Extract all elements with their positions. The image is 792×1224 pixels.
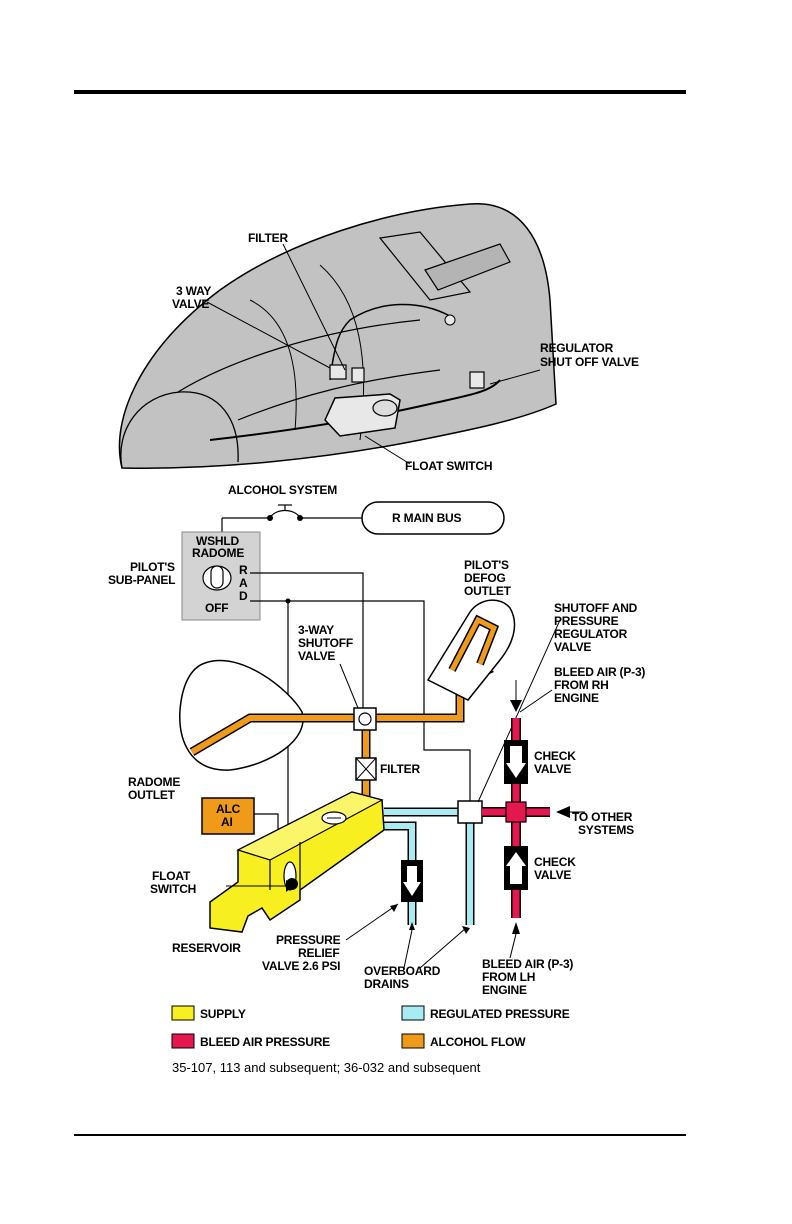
label-pilots-sub-panel-1: PILOT'S — [130, 560, 175, 574]
label-3way-top-2: VALVE — [172, 297, 209, 311]
fluid-system: FILTER 3-WAY SHUTOFF VALVE RADOME OUTLET… — [128, 558, 646, 997]
legend-swatch-bleed — [171, 1033, 195, 1049]
label-check-upper-1: CHECK — [534, 749, 576, 763]
label-pilots-sub-panel-2: SUB-PANEL — [108, 573, 175, 587]
label-bleed-lh-1: BLEED AIR (P-3) — [482, 957, 573, 971]
label-filter-bottom: FILTER — [380, 762, 420, 776]
label-float-switch-2: SWITCH — [150, 882, 196, 896]
upper-panel — [424, 243, 511, 291]
label-switch-d: D — [239, 589, 248, 603]
label-bleed-lh-2: FROM LH — [482, 970, 535, 984]
label-check-lower-1: CHECK — [534, 855, 576, 869]
reservoir-tank — [209, 791, 385, 933]
legend-label-supply: SUPPLY — [200, 1007, 246, 1021]
label-3way-top-1: 3 WAY — [176, 284, 211, 298]
label-check-upper-2: VALVE — [534, 762, 571, 776]
label-defog-2: DEFOG — [464, 571, 506, 585]
tube-line-2 — [329, 303, 451, 381]
label-bleed-lh-3: ENGINE — [482, 983, 527, 997]
label-sprv-2: PRESSURE — [554, 614, 619, 628]
legend-swatch-alcohol — [401, 1033, 425, 1049]
label-overboard-2: DRAINS — [364, 977, 409, 991]
legend: SUPPLY REGULATED PRESSURE BLEED AIR PRES… — [171, 1005, 570, 1049]
leader-regulator — [489, 369, 541, 385]
electrical-circuit: ALCOHOL SYSTEM R MAIN BUS WSHLD RADOME R… — [108, 483, 505, 840]
nose-illustration: FILTER 3 WAY VALVE REGULATOR SHUT OFF VA… — [118, 203, 639, 473]
label-sprv-3: REGULATOR — [554, 627, 628, 641]
legend-label-bleed: BLEED AIR PRESSURE — [200, 1035, 330, 1049]
leader-filter-top — [282, 243, 346, 371]
tube-line-1 — [209, 379, 501, 441]
label-r-main-bus: R MAIN BUS — [392, 511, 462, 525]
label-bleed-rh-1: BLEED AIR (P-3) — [554, 665, 645, 679]
leader-float-top — [364, 435, 411, 465]
legend-label-regulated: REGULATED PRESSURE — [430, 1007, 570, 1021]
label-switch-top-2: RADOME — [192, 546, 244, 560]
leader-3way-top — [206, 301, 331, 369]
label-defog-3: OUTLET — [464, 584, 512, 598]
shutoff-pressure-regulator-valve — [457, 800, 483, 824]
label-relief-1: PRESSURE — [276, 933, 341, 947]
label-reservoir: RESERVOIR — [172, 941, 241, 955]
reservoir-top-detail — [324, 314, 485, 437]
label-other-systems-2: SYSTEMS — [578, 823, 634, 837]
legend-label-alcohol: ALCOHOL FLOW — [430, 1035, 526, 1049]
label-3way-shutoff-1: 3-WAY — [298, 623, 334, 637]
label-sprv-1: SHUTOFF AND — [554, 601, 638, 615]
label-radome-outlet-2: OUTLET — [128, 788, 176, 802]
label-3way-shutoff-2: SHUTOFF — [298, 636, 353, 650]
label-check-lower-2: VALVE — [534, 868, 571, 882]
nose-cone — [120, 391, 239, 469]
label-relief-3: VALVE 2.6 PSI — [262, 959, 340, 973]
nose-frame-1 — [177, 319, 421, 393]
r-main-bus-box — [361, 501, 505, 535]
defog-outlet-shape — [426, 599, 516, 701]
label-alc: ALC — [216, 802, 241, 816]
label-float-switch-top: FLOAT SWITCH — [405, 459, 492, 473]
label-regulator-1: REGULATOR — [540, 341, 614, 355]
nose-frame-3 — [249, 299, 297, 431]
label-3way-shutoff-3: VALVE — [298, 649, 335, 663]
label-defog-1: PILOT'S — [464, 558, 509, 572]
effectivity-caption: 35-107, 113 and subsequent; 36-032 and s… — [172, 1060, 481, 1075]
nose-frame-2 — [237, 369, 441, 421]
windshield-frame — [378, 231, 472, 301]
label-bleed-rh-2: FROM RH — [554, 678, 609, 692]
label-filter-top: FILTER — [248, 231, 288, 245]
label-sprv-4: VALVE — [554, 640, 591, 654]
label-radome-outlet-1: RADOME — [128, 775, 180, 789]
label-relief-2: RELIEF — [298, 946, 339, 960]
label-switch-top-1: WSHLD — [196, 534, 240, 548]
label-switch-a: A — [239, 576, 248, 590]
legend-swatch-regulated — [401, 1005, 425, 1021]
label-bleed-rh-3: ENGINE — [554, 691, 599, 705]
label-float-switch-1: FLOAT — [152, 869, 191, 883]
label-other-systems-1: TO OTHER — [572, 810, 633, 824]
label-regulator-2: SHUT OFF VALVE — [540, 355, 639, 369]
label-overboard-1: OVERBOARD — [364, 964, 441, 978]
legend-swatch-supply — [171, 1005, 195, 1021]
label-switch-r: R — [239, 563, 248, 577]
label-ai: AI — [221, 815, 233, 829]
alcohol-switch[interactable] — [202, 565, 232, 591]
alc-ai-annunciator — [201, 797, 255, 835]
label-alcohol-system: ALCOHOL SYSTEM — [228, 483, 337, 497]
label-switch-off: OFF — [205, 601, 228, 615]
